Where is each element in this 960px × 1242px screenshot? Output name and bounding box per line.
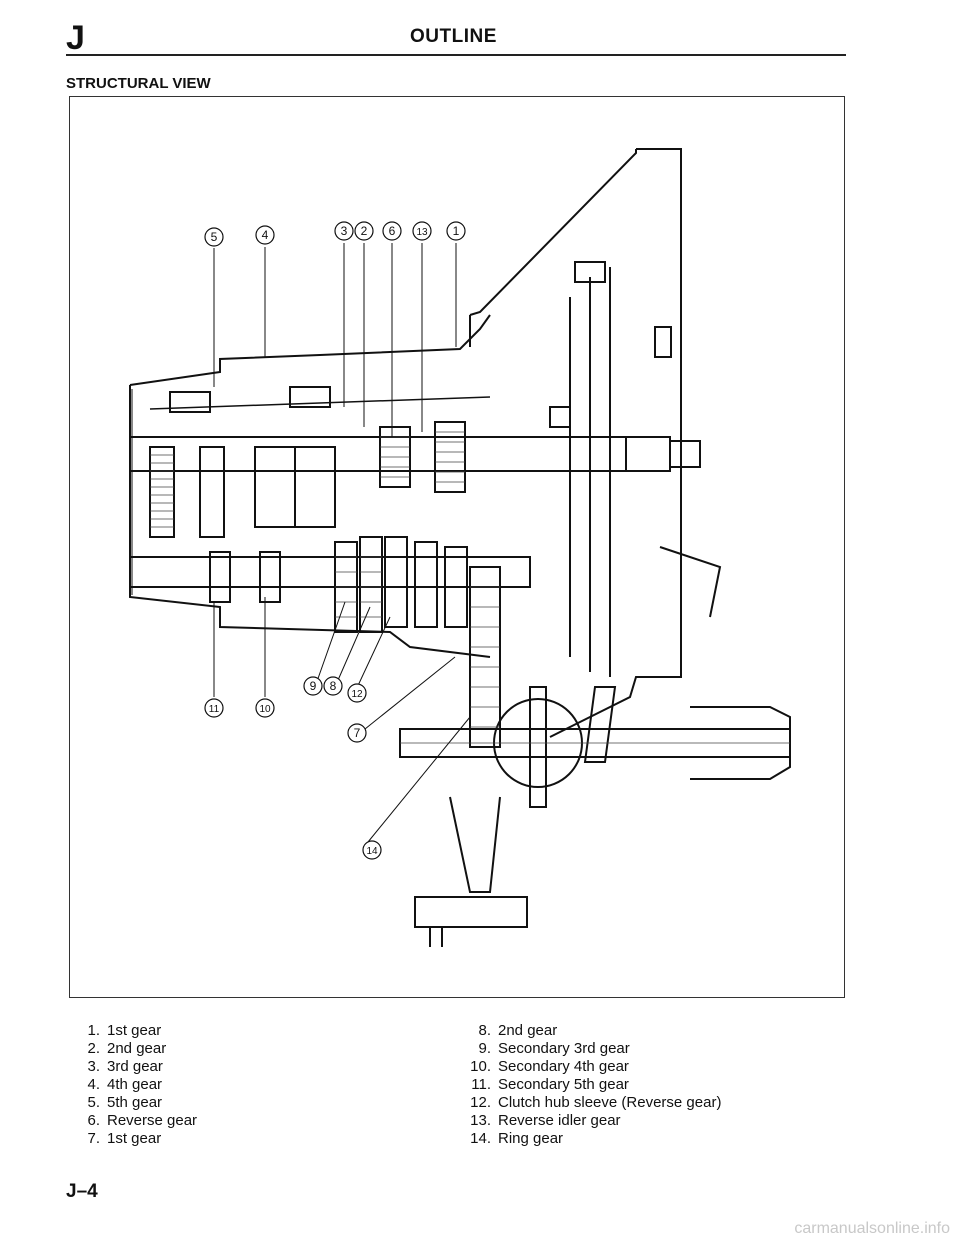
callout-number: 4 (262, 228, 269, 242)
callout-1: 1 (446, 221, 466, 241)
legend-item: 12.Clutch hub sleeve (Reverse gear) (470, 1094, 722, 1111)
legend-item: 11.Secondary 5th gear (471, 1076, 629, 1093)
callout-8: 8 (323, 676, 343, 696)
callout-number: 11 (209, 704, 220, 715)
legend-item: 2.2nd gear (87, 1040, 167, 1057)
callout-9: 9 (303, 676, 323, 696)
callout-6: 6 (382, 221, 402, 241)
callout-12: 12 (347, 683, 367, 703)
legend-right: 8.2nd gear 9.Secondary 3rd gear 10.Secon… (465, 1022, 721, 1148)
callout-number: 8 (330, 679, 337, 693)
legend-item: 1.1st gear (87, 1022, 162, 1039)
callout-number: 5 (211, 230, 218, 244)
callout-number: 12 (351, 689, 363, 700)
legend-item: 6.Reverse gear (87, 1112, 198, 1129)
legend-item: 10.Secondary 4th gear (470, 1058, 629, 1075)
header-divider (66, 54, 846, 56)
callout-3: 3 (334, 221, 354, 241)
callout-number: 1 (453, 224, 460, 238)
callout-14: 14 (362, 840, 382, 860)
legend-item: 7.1st gear (87, 1130, 162, 1147)
callout-7: 7 (347, 723, 367, 743)
page-title: OUTLINE (410, 26, 497, 47)
callout-number: 13 (416, 227, 428, 238)
page-number: J–4 (66, 1181, 98, 1202)
section-title: STRUCTURAL VIEW (66, 75, 211, 92)
legend-item: 4.4th gear (87, 1076, 163, 1093)
legend-item: 5.5th gear (87, 1094, 163, 1111)
legend-item: 13.Reverse idler gear (470, 1112, 621, 1129)
callout-2: 2 (354, 221, 374, 241)
callout-4: 4 (255, 225, 275, 245)
callout-number: 7 (354, 726, 361, 740)
legend-item: 9.Secondary 3rd gear (478, 1040, 630, 1057)
callout-number: 14 (366, 846, 378, 857)
callout-5: 5 (204, 227, 224, 247)
legend-item: 8.2nd gear (478, 1022, 558, 1039)
callout-10: 10 (255, 698, 275, 718)
legend-left: 1.1st gear 2.2nd gear 3.3rd gear 4.4th g… (74, 1022, 197, 1148)
callout-number: 3 (341, 224, 348, 238)
callout-13: 13 (412, 221, 432, 241)
callout-number: 10 (259, 704, 271, 715)
watermark: carmanualsonline.info (794, 1220, 950, 1237)
legend-item: 3.3rd gear (87, 1058, 163, 1075)
legend-item: 14.Ring gear (470, 1130, 564, 1147)
callout-number: 9 (310, 679, 317, 693)
callout-number: 6 (389, 224, 396, 238)
callout-number: 2 (361, 224, 368, 238)
section-letter: J (66, 19, 85, 57)
callout-11: 11 (204, 698, 224, 718)
